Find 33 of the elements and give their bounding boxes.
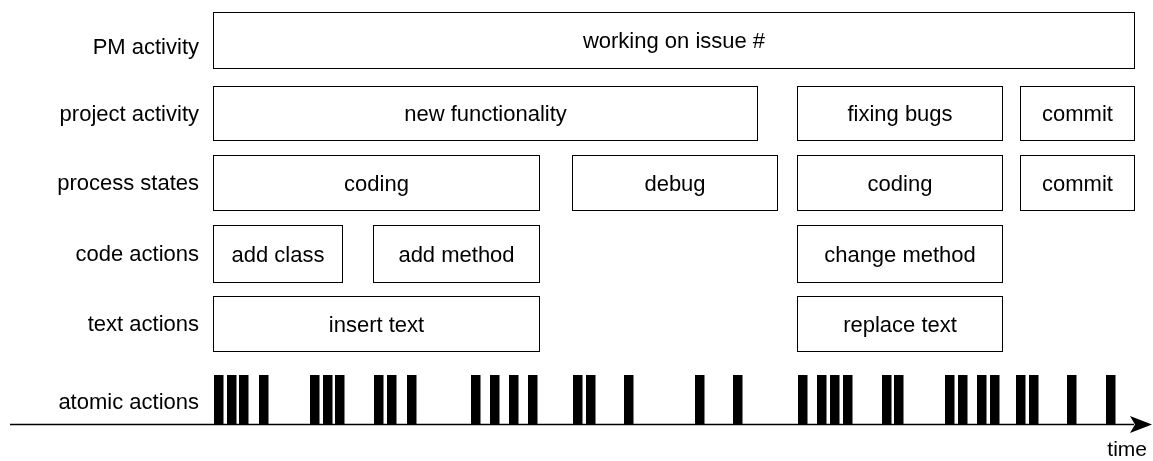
box-text: coding — [344, 169, 409, 198]
box-text: fixing bugs — [847, 100, 953, 128]
row-label: PM activity — [92, 36, 199, 58]
box-text: working on issue # — [582, 27, 766, 55]
box-text: add method — [398, 240, 515, 269]
row-label: project activity — [59, 103, 199, 125]
activity-box — [797, 296, 1003, 352]
box-text: new functionality — [404, 100, 567, 128]
activity-box — [213, 225, 343, 283]
activity-box — [213, 155, 540, 211]
row-label: text actions — [87, 313, 199, 335]
activity-box — [213, 12, 1135, 69]
box-text: change method — [824, 240, 976, 269]
box-text: replace text — [843, 310, 957, 339]
box-text: add class — [231, 240, 325, 269]
activity-box — [213, 86, 758, 141]
box-text: debug — [644, 169, 706, 198]
activity-box — [797, 155, 1003, 211]
box-text: coding — [867, 169, 933, 198]
activity-box — [572, 155, 778, 211]
activity-box — [1020, 155, 1135, 211]
row-label: code actions — [75, 243, 199, 265]
axis-label: time — [1107, 438, 1147, 459]
activity-box — [797, 225, 1003, 283]
row-label: process states — [57, 172, 199, 194]
box-text: insert text — [328, 310, 425, 339]
activity-box — [1020, 86, 1135, 141]
box-text: commit — [1042, 169, 1113, 198]
box-text: commit — [1042, 100, 1113, 128]
activity-box — [373, 225, 540, 283]
activity-box — [797, 86, 1003, 141]
activity-box — [213, 296, 540, 352]
row-label: atomic actions — [58, 391, 199, 413]
